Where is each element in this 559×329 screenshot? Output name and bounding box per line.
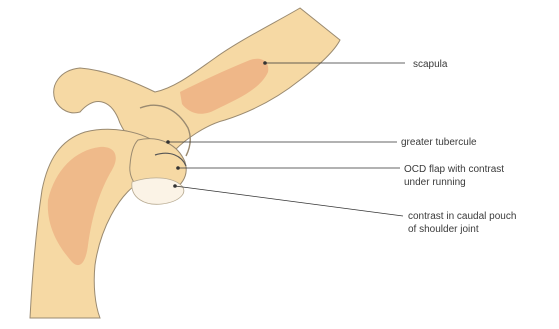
label-contrast-caudal-pouch: contrast in caudal pouch of shoulder joi… [408,210,516,236]
leader-dot-contrast [173,184,177,188]
label-greater-tubercule-text: greater tubercule [401,137,477,148]
leader-dot-tubercule [166,140,170,144]
leader-contrast [175,186,403,216]
leader-dot-scapula [263,61,267,65]
label-contrast-line2: of shoulder joint [408,223,516,236]
label-scapula-text: scapula [413,59,447,70]
leader-dot-ocd [176,166,180,170]
label-ocd-flap: OCD flap with contrast under running [404,163,504,189]
label-ocd-flap-line2: under running [404,176,504,189]
label-scapula: scapula [413,58,447,71]
label-greater-tubercule: greater tubercule [401,136,477,149]
label-ocd-flap-line1: OCD flap with contrast [404,163,504,176]
label-contrast-line1: contrast in caudal pouch [408,210,516,223]
caudal-pouch [132,178,184,204]
